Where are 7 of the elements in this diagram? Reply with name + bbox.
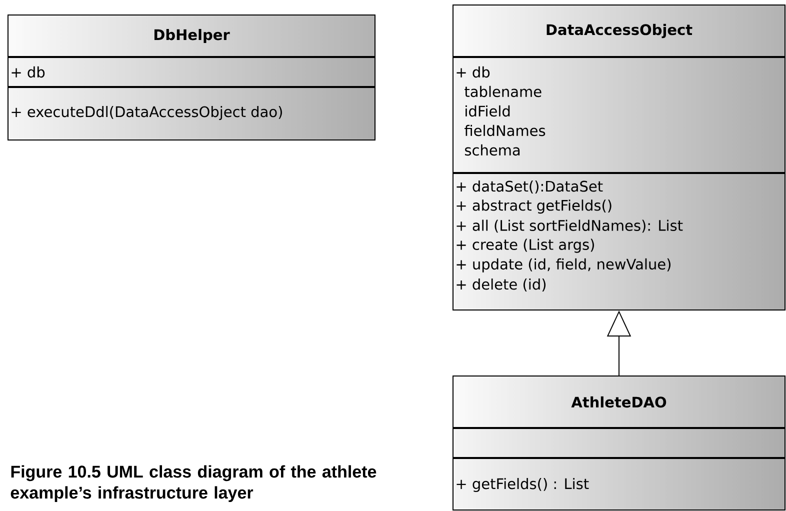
class-compartment: + getFields() : List [452,457,786,510]
class-compartment [452,427,786,458]
class-compartment: + db tablename idField fieldNames schema [452,56,786,174]
class-compartment: + db [8,56,376,88]
class-compartment: + executeDdl(DataAccessObject dao) [8,86,376,140]
figure-caption: Figure 10.5 UML class diagram of the athlete example’s infrastructure layer [10,465,376,502]
class-compartment: + dataSet():DataSet + abstract getFields() + all (List sortFieldNames): List + create (List args) + update (id, field, newValue) + delete (id) [452,172,786,310]
